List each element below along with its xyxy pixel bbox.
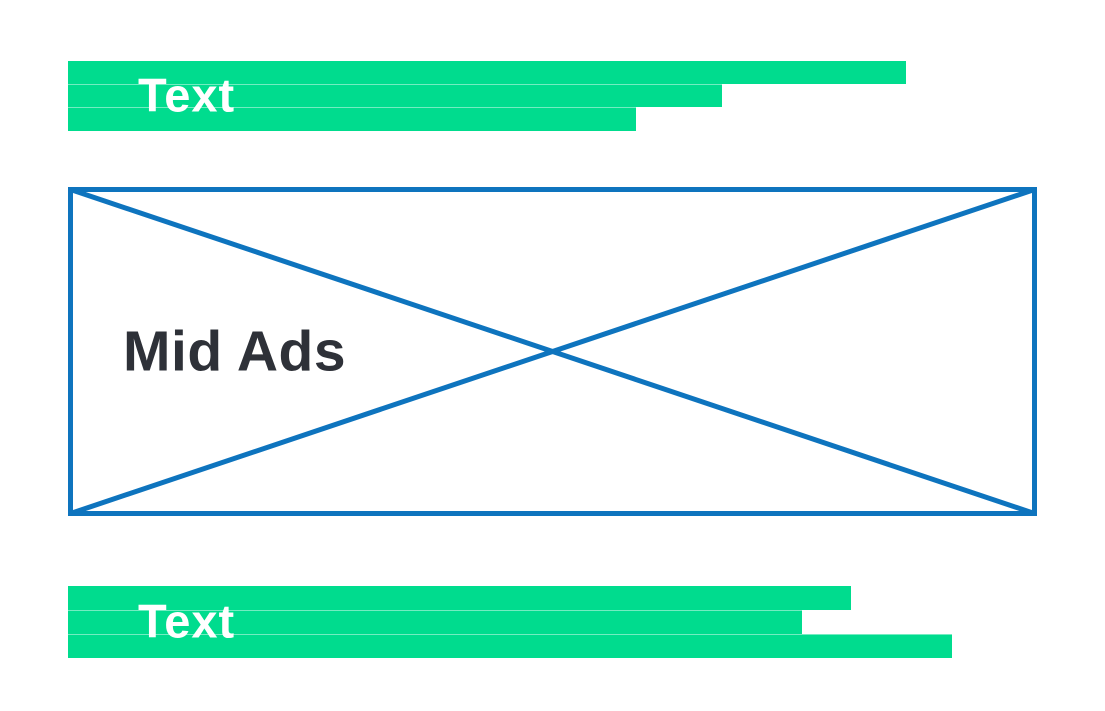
text-highlight-row [68,107,636,131]
mid-ads-label: Mid Ads [123,319,347,383]
text-highlight-row [68,634,952,658]
mid-ads-placeholder: Mid Ads [68,187,1037,516]
ad-frame [68,187,1037,516]
image-placeholder-cross-icon [68,187,1037,516]
text-highlight-row [68,586,851,610]
top-text-placeholder: Text [68,61,906,131]
text-highlight-row [68,61,906,84]
cross-diagonal-line [69,187,1036,516]
text-highlight-row [68,84,722,107]
top-text-label: Text [138,68,236,122]
bottom-text-label: Text [138,594,236,648]
bottom-text-placeholder: Text [68,586,952,658]
text-highlight-row [68,610,802,634]
